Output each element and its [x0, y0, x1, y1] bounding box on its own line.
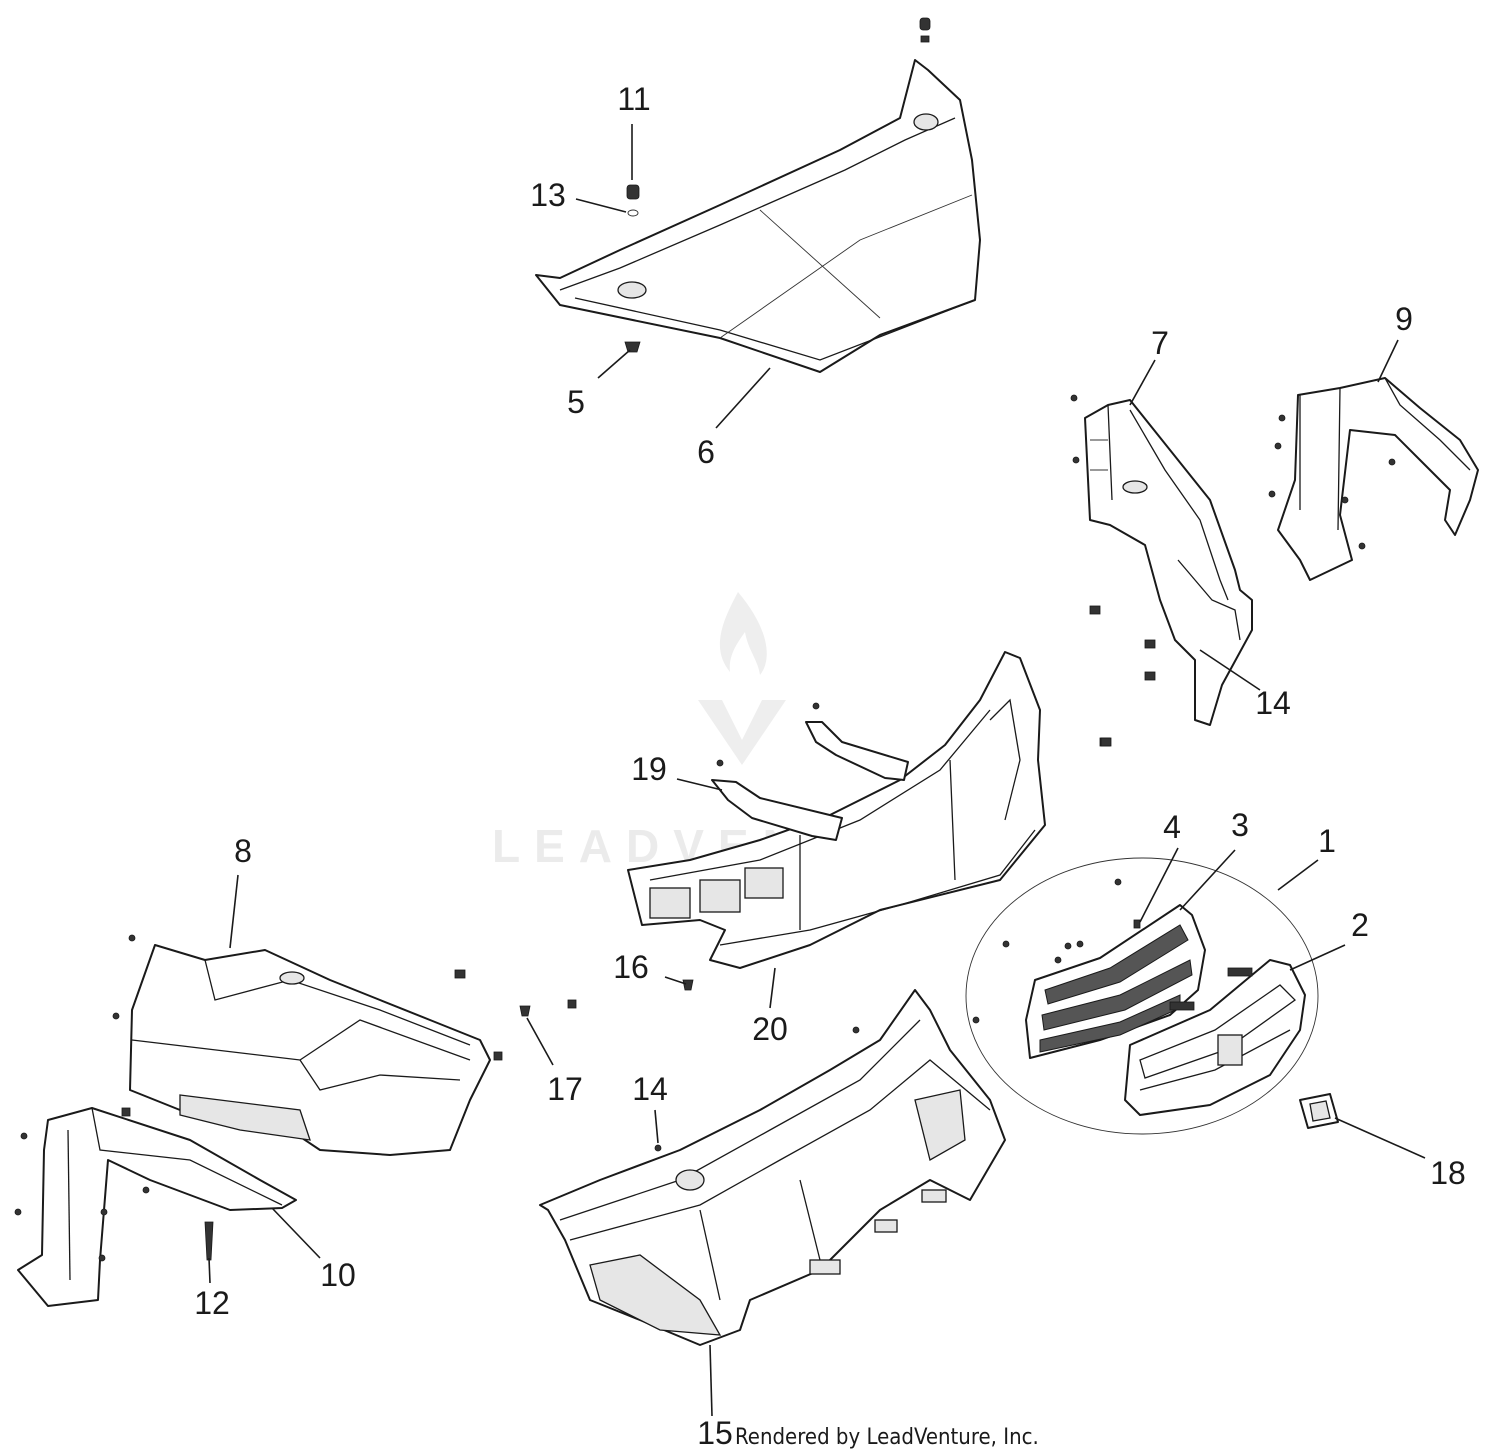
callout-16: 16 — [613, 949, 649, 985]
callout-14-upper: 14 — [1255, 685, 1291, 721]
callout-6: 6 — [697, 434, 715, 470]
hood-fasteners — [624, 184, 641, 353]
callout-2: 2 — [1351, 907, 1369, 943]
left-side-panel — [112, 934, 503, 1156]
hood-panel — [535, 17, 981, 373]
right-rear-panel — [1268, 377, 1479, 581]
grille-assembly-group — [965, 857, 1319, 1135]
callout-1: 1 — [1318, 823, 1336, 859]
misc-fasteners — [519, 737, 1112, 1017]
right-side-panel — [1070, 394, 1253, 747]
flame-logo-icon — [719, 592, 767, 675]
callout-3: 3 — [1231, 807, 1249, 843]
callout-7: 7 — [1151, 325, 1169, 361]
callout-17: 17 — [547, 1071, 583, 1107]
leader-lines — [208, 124, 1426, 1417]
callout-5: 5 — [567, 384, 585, 420]
callout-8: 8 — [234, 833, 252, 869]
callout-18: 18 — [1430, 1155, 1466, 1191]
callout-11: 11 — [617, 81, 650, 117]
callout-labels: 1 2 3 4 5 6 7 8 9 10 11 12 13 14 14 15 1… — [194, 81, 1466, 1451]
callout-12: 12 — [194, 1285, 230, 1321]
callout-14-lower: 14 — [632, 1071, 668, 1107]
brackets — [711, 702, 909, 841]
callout-20: 20 — [752, 1011, 788, 1047]
callout-9: 9 — [1395, 301, 1413, 337]
callout-13: 13 — [530, 177, 566, 213]
badge — [1299, 1093, 1339, 1129]
footer-credit: Rendered by LeadVenture, Inc. — [735, 1425, 1039, 1450]
callout-19: 19 — [631, 751, 667, 787]
left-lower-fender — [14, 1107, 297, 1307]
v-logo-icon — [698, 700, 786, 765]
front-frame — [627, 651, 1046, 969]
callout-4: 4 — [1163, 809, 1181, 845]
callout-10: 10 — [320, 1257, 356, 1293]
callout-15: 15 — [697, 1415, 733, 1451]
lower-front-body — [539, 989, 1006, 1346]
